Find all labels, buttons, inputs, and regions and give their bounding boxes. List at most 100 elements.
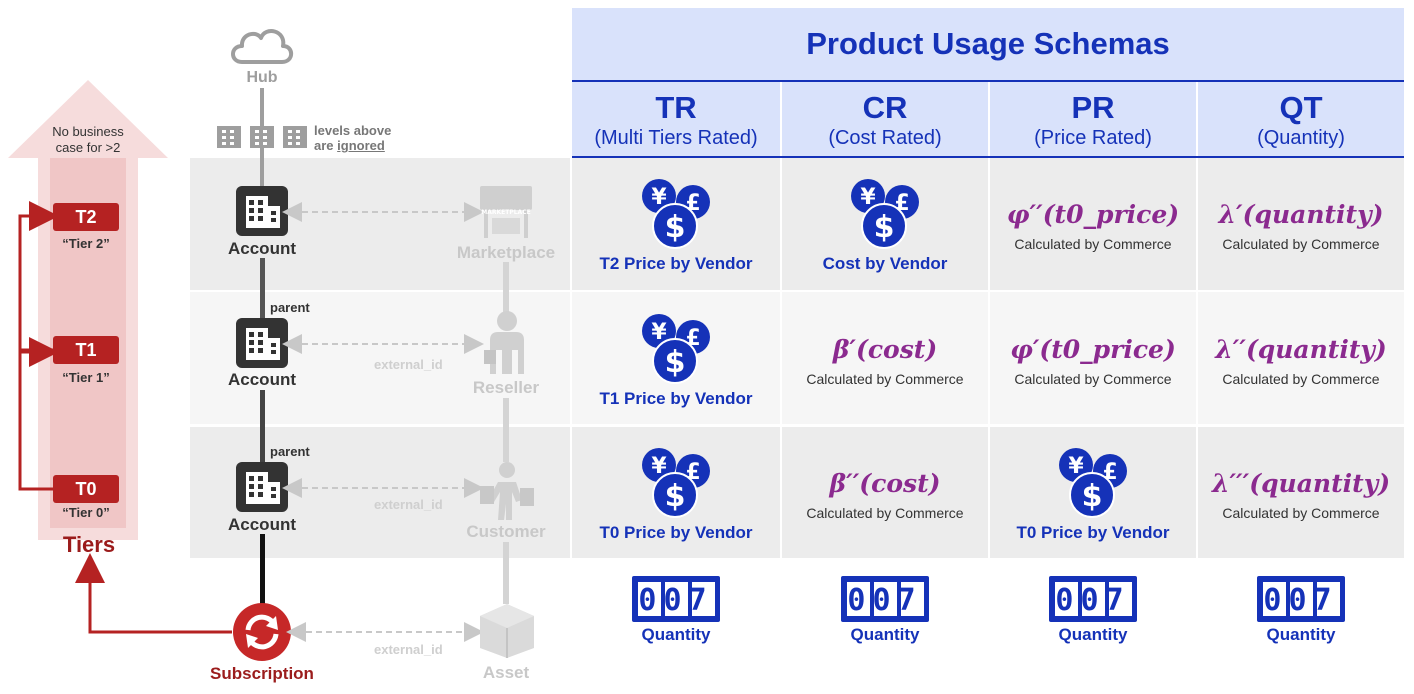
external-id-label: external_id — [374, 642, 443, 657]
svg-text:$: $ — [1082, 479, 1103, 514]
external-id-label: external_id — [374, 497, 443, 512]
counter-icon: 007 — [841, 576, 929, 622]
account-building-icon — [236, 318, 288, 368]
column-name: (Cost Rated) — [828, 127, 942, 149]
cell-t1-pr: φ′(t0_price) Calculated by Commerce — [990, 303, 1196, 419]
column-code: QT — [1279, 90, 1323, 125]
column-code: CR — [862, 90, 908, 125]
svg-text:¥: ¥ — [651, 185, 667, 210]
asset-label: Asset — [482, 663, 530, 682]
cell-formula: φ′(t0_price) — [1010, 335, 1176, 364]
parent-label: parent — [270, 300, 310, 315]
cell-caption: T2 Price by Vendor — [599, 254, 753, 273]
quantity-label: Quantity — [850, 625, 920, 644]
column-code: TR — [655, 90, 697, 125]
building-icon — [250, 126, 274, 148]
levels-note-line: levels above — [314, 123, 392, 138]
column-header-qt: QT (Quantity) — [1198, 82, 1404, 156]
levels-note-line: are ignored — [314, 138, 391, 153]
quantity-label: Quantity — [641, 625, 711, 644]
cell-t1-qt: λ′′(quantity) Calculated by Commerce — [1198, 303, 1404, 419]
cell-note: Calculated by Commerce — [806, 505, 964, 521]
building-icon — [217, 126, 241, 148]
parent-label: parent — [270, 444, 310, 459]
tiers-note-line: No business — [52, 124, 124, 139]
cell-t0-tr: ¥ £ $ T0 Price by Vendor — [572, 437, 780, 553]
svg-text:¥: ¥ — [651, 454, 667, 479]
svg-text:¥: ¥ — [860, 185, 876, 210]
customer-label: Customer — [466, 522, 546, 541]
tier-connectors — [18, 201, 232, 634]
tier-name: “Tier 1” — [62, 370, 110, 385]
cell-formula: φ′′(t0_price) — [1006, 200, 1180, 229]
tiers-note: No business case for >2 — [28, 124, 148, 156]
counter-digits: 007 — [1263, 583, 1338, 618]
building-icon — [283, 126, 307, 148]
cell-note: Calculated by Commerce — [1014, 371, 1172, 387]
external-links — [282, 202, 484, 642]
money-icon: ¥ £ $ — [851, 179, 919, 249]
column-name: (Quantity) — [1257, 127, 1345, 149]
money-icon: ¥ £ $ — [642, 448, 710, 518]
subscription-label: Subscription — [210, 664, 314, 683]
hub-label: Hub — [246, 69, 278, 86]
cell-caption: T1 Price by Vendor — [599, 389, 753, 408]
channel-line — [503, 542, 509, 604]
row-band-t2 — [190, 158, 1404, 290]
tiers-note-line: case for >2 — [55, 140, 121, 155]
svg-text:$: $ — [665, 210, 686, 245]
counter-icon: 007 — [1049, 576, 1137, 622]
counter-digits: 007 — [847, 583, 922, 618]
tier-badge-t2: T2 — [53, 203, 119, 231]
cell-caption: T0 Price by Vendor — [1016, 523, 1170, 542]
counter-digits: 007 — [638, 583, 713, 618]
account-line — [260, 258, 265, 320]
levels-note-prefix: are — [314, 138, 334, 153]
tier-badge-t0: T0 — [53, 475, 119, 503]
column-divider — [570, 158, 572, 558]
account-label: Account — [228, 370, 296, 389]
reseller-label: Reseller — [472, 378, 540, 397]
cell-t2-tr: ¥ £ $ T2 Price by Vendor — [572, 168, 780, 284]
schemas-title: Product Usage Schemas — [572, 8, 1404, 80]
cell-note: Calculated by Commerce — [1222, 505, 1380, 521]
tier-badge-t1: T1 — [53, 336, 119, 364]
cell-t0-cr: β′′(cost) Calculated by Commerce — [782, 437, 988, 553]
tier-name: “Tier 0” — [62, 505, 110, 520]
counter-digits: 007 — [1055, 583, 1130, 618]
asset-icon — [480, 604, 534, 658]
channel-line — [503, 262, 509, 312]
marketplace-label: Marketplace — [456, 243, 556, 262]
cell-quantity-tr: 007 Quantity — [572, 568, 780, 652]
cell-t2-qt: λ′(quantity) Calculated by Commerce — [1198, 168, 1404, 284]
cell-quantity-qt: 007 Quantity — [1198, 568, 1404, 652]
account-building-icon — [236, 186, 288, 236]
reseller-icon — [484, 311, 524, 374]
column-divider — [1196, 82, 1198, 558]
cell-formula: β′′(cost) — [829, 469, 941, 498]
customer-icon — [480, 462, 534, 520]
header-bottom-line — [572, 156, 1404, 158]
quantity-label: Quantity — [1266, 625, 1336, 644]
cell-t1-cr: β′(cost) Calculated by Commerce — [782, 303, 988, 419]
levels-note: levels above are ignored — [314, 123, 391, 153]
cell-t1-tr: ¥ £ $ T1 Price by Vendor — [572, 303, 780, 419]
marketplace-sign: MARKETPLACE — [481, 209, 530, 216]
cell-t2-pr: φ′′(t0_price) Calculated by Commerce — [990, 168, 1196, 284]
svg-text:¥: ¥ — [1068, 454, 1084, 479]
account-building-icon — [236, 462, 288, 512]
column-name: (Price Rated) — [1034, 127, 1152, 149]
channel-line — [503, 398, 509, 462]
tier-name: “Tier 2” — [62, 236, 110, 251]
counter-icon: 007 — [632, 576, 720, 622]
account-label: Account — [228, 239, 296, 258]
tiers-title: Tiers — [62, 532, 116, 557]
cell-note: Calculated by Commerce — [1014, 236, 1172, 252]
row-band-t1 — [190, 292, 1404, 424]
cloud-icon — [231, 29, 294, 64]
column-header-pr: PR (Price Rated) — [990, 82, 1196, 156]
column-header-cr: CR (Cost Rated) — [782, 82, 988, 156]
column-header-tr: TR (Multi Tiers Rated) — [572, 82, 780, 156]
svg-text:$: $ — [665, 345, 686, 380]
external-id-label: external_id — [374, 357, 443, 372]
